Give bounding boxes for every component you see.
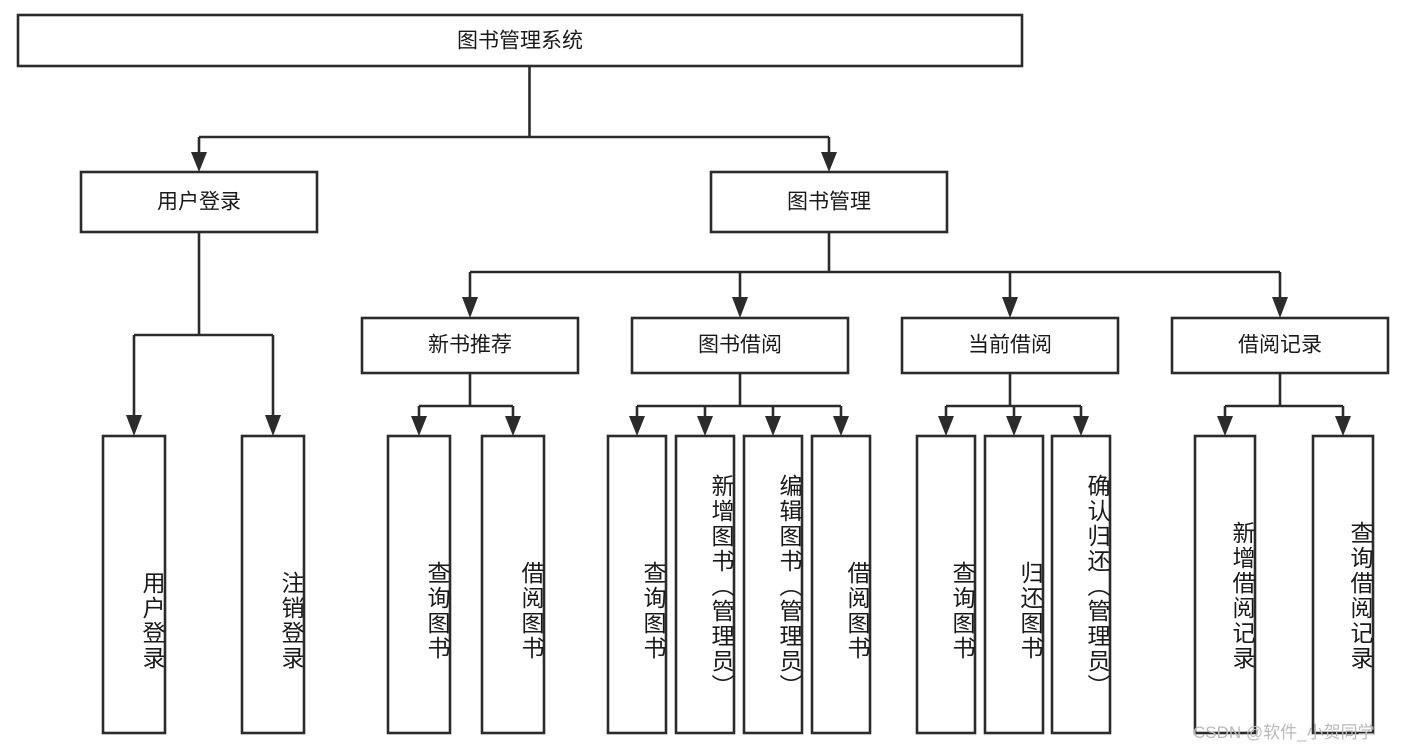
node-book-management[interactable]: 图书管理 [709, 170, 949, 234]
node-user-login-box[interactable] [79, 170, 319, 234]
connector-group-book-management [462, 232, 1288, 318]
node-root-box[interactable] [16, 13, 1024, 68]
leaf-box-add-book-admin[interactable] [674, 434, 736, 735]
arrow-head-nbr-to-leaf1 [411, 416, 427, 436]
connector-group-root [191, 66, 837, 172]
node-user-login[interactable]: 用户登录 [79, 170, 319, 234]
arrow-head-user-login-to-leaf1 [126, 415, 142, 436]
leaf-box-logout-login[interactable] [240, 434, 306, 735]
arrow-head-root-to-user-login [191, 152, 207, 172]
arrow-head-bm-to-new-book-recommend [462, 297, 478, 318]
leaf-box-edit-book-admin[interactable] [742, 434, 804, 735]
node-borrow-record-label: 借阅记录 [1238, 334, 1322, 357]
arrow-head-bb-to-leaf1 [629, 416, 645, 436]
connector-group-user-login [126, 232, 281, 436]
leaf-box-confirm-return-admin[interactable] [1050, 434, 1112, 735]
leaf-box-user-login[interactable] [101, 434, 167, 735]
arrow-head-cb-to-leaf2 [1006, 416, 1022, 436]
node-book-borrow-box[interactable] [630, 316, 850, 375]
csdn-watermark: CSDN @软件_小贺同学 [1193, 723, 1375, 742]
node-new-book-recommend[interactable]: 新书推荐 [360, 316, 580, 375]
connector-group-book-borrow [629, 373, 849, 436]
leaf-box-add-borrow-record[interactable] [1193, 434, 1257, 735]
leaf-box-query-borrow-record[interactable] [1311, 434, 1375, 735]
leaf-box-query-book-recommend[interactable] [386, 434, 452, 735]
node-book-management-label: 图书管理 [787, 191, 871, 214]
leaf-box-query-book-borrow[interactable] [606, 434, 668, 735]
leaf-box-borrow-book-recommend[interactable] [480, 434, 546, 735]
node-root-label: 图书管理系统 [457, 30, 583, 53]
arrow-head-nbr-to-leaf2 [505, 416, 521, 436]
leaf-boxes-group [101, 434, 1375, 735]
arrow-head-br-to-leaf1 [1217, 416, 1233, 436]
arrow-head-root-to-book-management [821, 152, 837, 172]
leaf-box-return-book[interactable] [983, 434, 1045, 735]
node-borrow-record-box[interactable] [1170, 316, 1390, 375]
connector-group-current-borrow [938, 373, 1089, 436]
arrow-head-cb-to-leaf1 [938, 416, 954, 436]
arrow-head-user-login-to-leaf2 [265, 415, 281, 436]
arrow-head-bb-to-leaf3 [765, 416, 781, 436]
arrow-head-br-to-leaf2 [1335, 416, 1351, 436]
node-borrow-record[interactable]: 借阅记录 [1170, 316, 1390, 375]
arrow-head-bm-to-book-borrow [732, 297, 748, 318]
arrow-head-bb-to-leaf2 [697, 416, 713, 436]
node-user-login-label: 用户登录 [157, 191, 241, 214]
node-current-borrow-label: 当前借阅 [968, 334, 1052, 357]
node-book-management-box[interactable] [709, 170, 949, 234]
leaf-box-query-book-current[interactable] [915, 434, 977, 735]
node-new-book-recommend-label: 新书推荐 [428, 334, 512, 357]
node-book-borrow-label: 图书借阅 [698, 334, 782, 357]
node-book-borrow[interactable]: 图书借阅 [630, 316, 850, 375]
arrow-head-bm-to-borrow-record [1272, 297, 1288, 318]
arrow-head-bb-to-leaf4 [833, 416, 849, 436]
node-current-borrow[interactable]: 当前借阅 [900, 316, 1120, 375]
arrow-head-bm-to-current-borrow [1002, 297, 1018, 318]
node-root[interactable]: 图书管理系统 [16, 13, 1024, 68]
node-new-book-recommend-box[interactable] [360, 316, 580, 375]
connector-group-borrow-record [1217, 373, 1351, 436]
leaf-box-borrow-book[interactable] [810, 434, 872, 735]
connector-group-new-book-recommend [411, 373, 521, 436]
arrow-head-cb-to-leaf3 [1073, 416, 1089, 436]
node-current-borrow-box[interactable] [900, 316, 1120, 375]
